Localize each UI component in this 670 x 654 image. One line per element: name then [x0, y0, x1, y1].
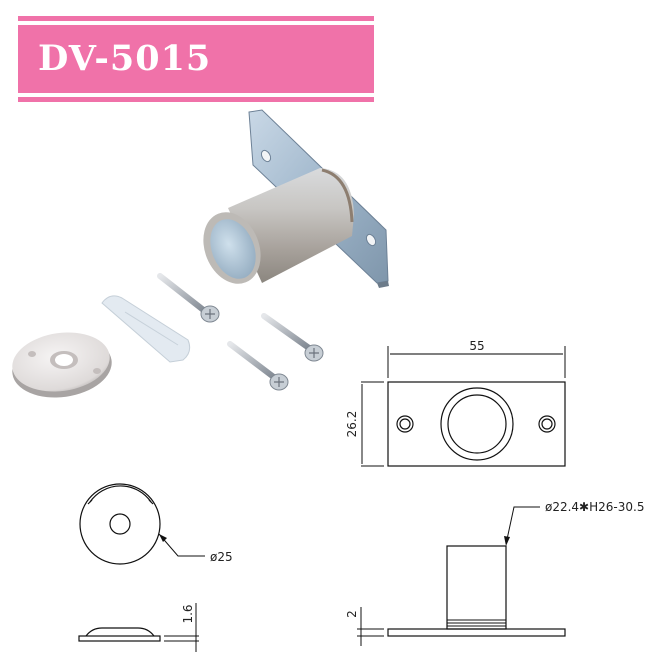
- width-dimension-label: 55: [469, 339, 484, 353]
- latch-cylinder: [203, 168, 354, 284]
- strike-plate-front-drawing: [79, 483, 205, 565]
- thickness-label: 1.6: [181, 604, 195, 623]
- header-banner: DV-5015: [18, 25, 374, 93]
- header-top-stripe: [18, 16, 374, 21]
- diameter-label: ø25: [210, 550, 233, 564]
- base-thickness-label: 2: [345, 610, 359, 618]
- top-view-drawing: [361, 346, 566, 467]
- product-code-title: DV-5015: [38, 38, 212, 79]
- strike-plate-photo: [12, 332, 112, 398]
- screw-right: [261, 313, 324, 362]
- cylinder-dimension-label: ø22.4✱H26-30.5: [545, 500, 644, 514]
- strike-plate-side-drawing: [78, 603, 199, 652]
- screw-bottom: [227, 341, 289, 391]
- height-dimension-label: 26.2: [345, 411, 359, 438]
- latch-side-drawing: [357, 506, 566, 646]
- screw-top: [157, 273, 220, 323]
- wall-plug: [101, 295, 191, 363]
- header-bottom-stripe: [18, 97, 374, 102]
